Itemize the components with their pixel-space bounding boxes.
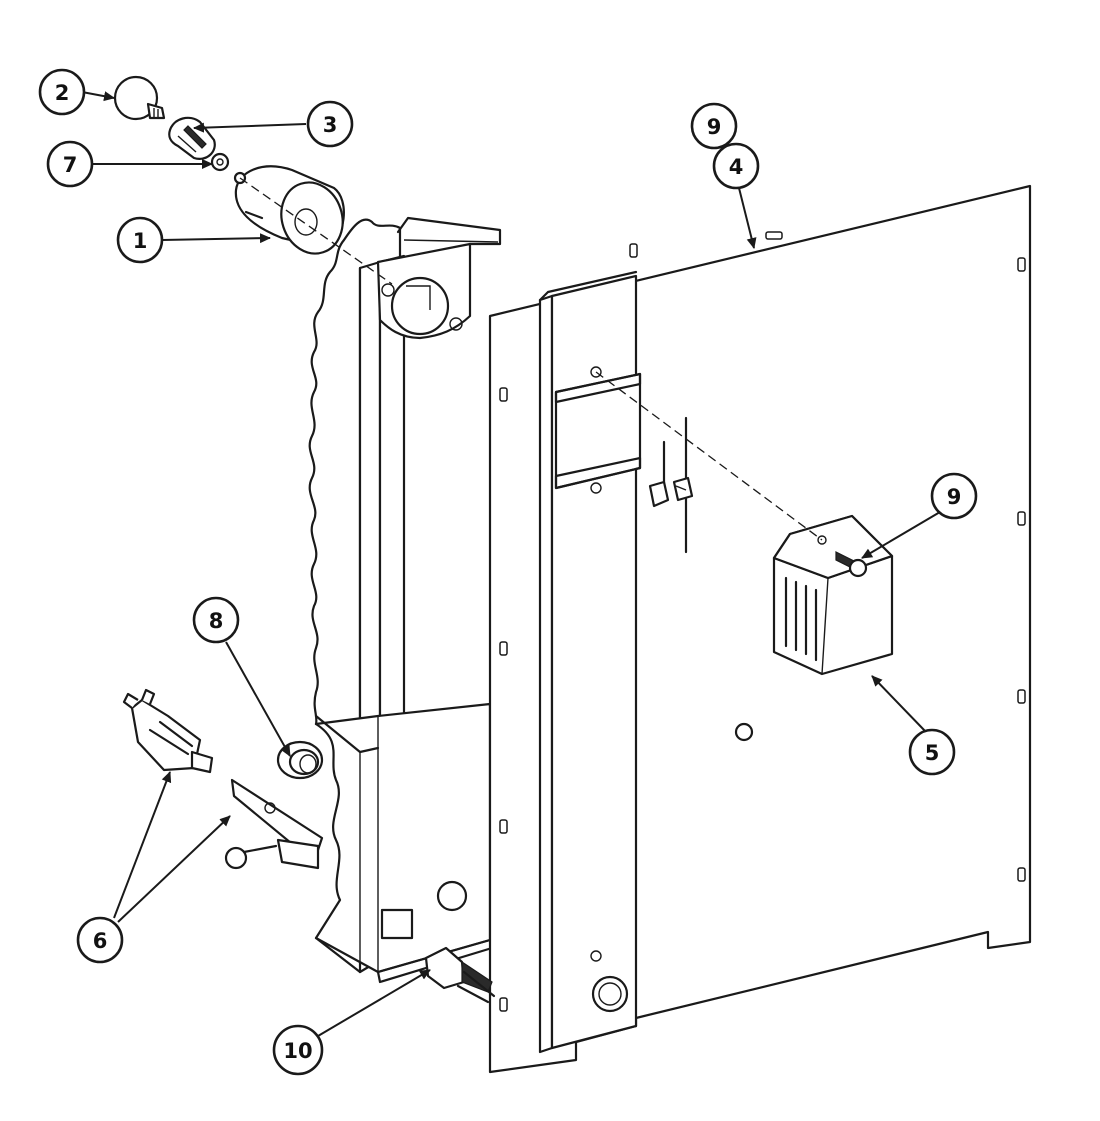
leader-lines [81, 91, 941, 1037]
callout-10: 10 [272, 1024, 324, 1076]
svg-text:8: 8 [209, 609, 224, 633]
callout-9-panel: 9 [690, 102, 738, 150]
svg-text:7: 7 [63, 153, 78, 177]
svg-text:1: 1 [133, 229, 148, 253]
cabinet-side-wall [308, 216, 502, 984]
module-assembly-line [595, 371, 823, 541]
wire-connector [424, 946, 496, 1004]
control-module [772, 514, 894, 676]
svg-text:2: 2 [55, 81, 70, 105]
svg-text:6: 6 [93, 929, 108, 953]
svg-text:9: 9 [707, 115, 722, 139]
callout-7: 7 [46, 140, 94, 188]
callout-4: 4 [712, 142, 760, 190]
vertical-channel [538, 270, 642, 1054]
switch-bracket [224, 778, 324, 870]
svg-text:9: 9 [947, 485, 962, 509]
callout-5: 5 [908, 728, 956, 776]
callout-6: 6 [76, 916, 124, 964]
callout-3: 3 [306, 100, 354, 148]
callout-1: 1 [116, 216, 164, 264]
callout-2: 2 [38, 68, 86, 116]
door-switch [122, 688, 214, 774]
wire-clip [648, 416, 694, 554]
svg-text:5: 5 [925, 741, 940, 765]
svg-text:3: 3 [323, 113, 338, 137]
svg-text:4: 4 [729, 155, 744, 179]
callout-8: 8 [192, 596, 240, 644]
svg-text:10: 10 [283, 1039, 312, 1063]
lamp-assembly-line [239, 177, 393, 285]
callout-9-screw: 9 [930, 472, 978, 520]
